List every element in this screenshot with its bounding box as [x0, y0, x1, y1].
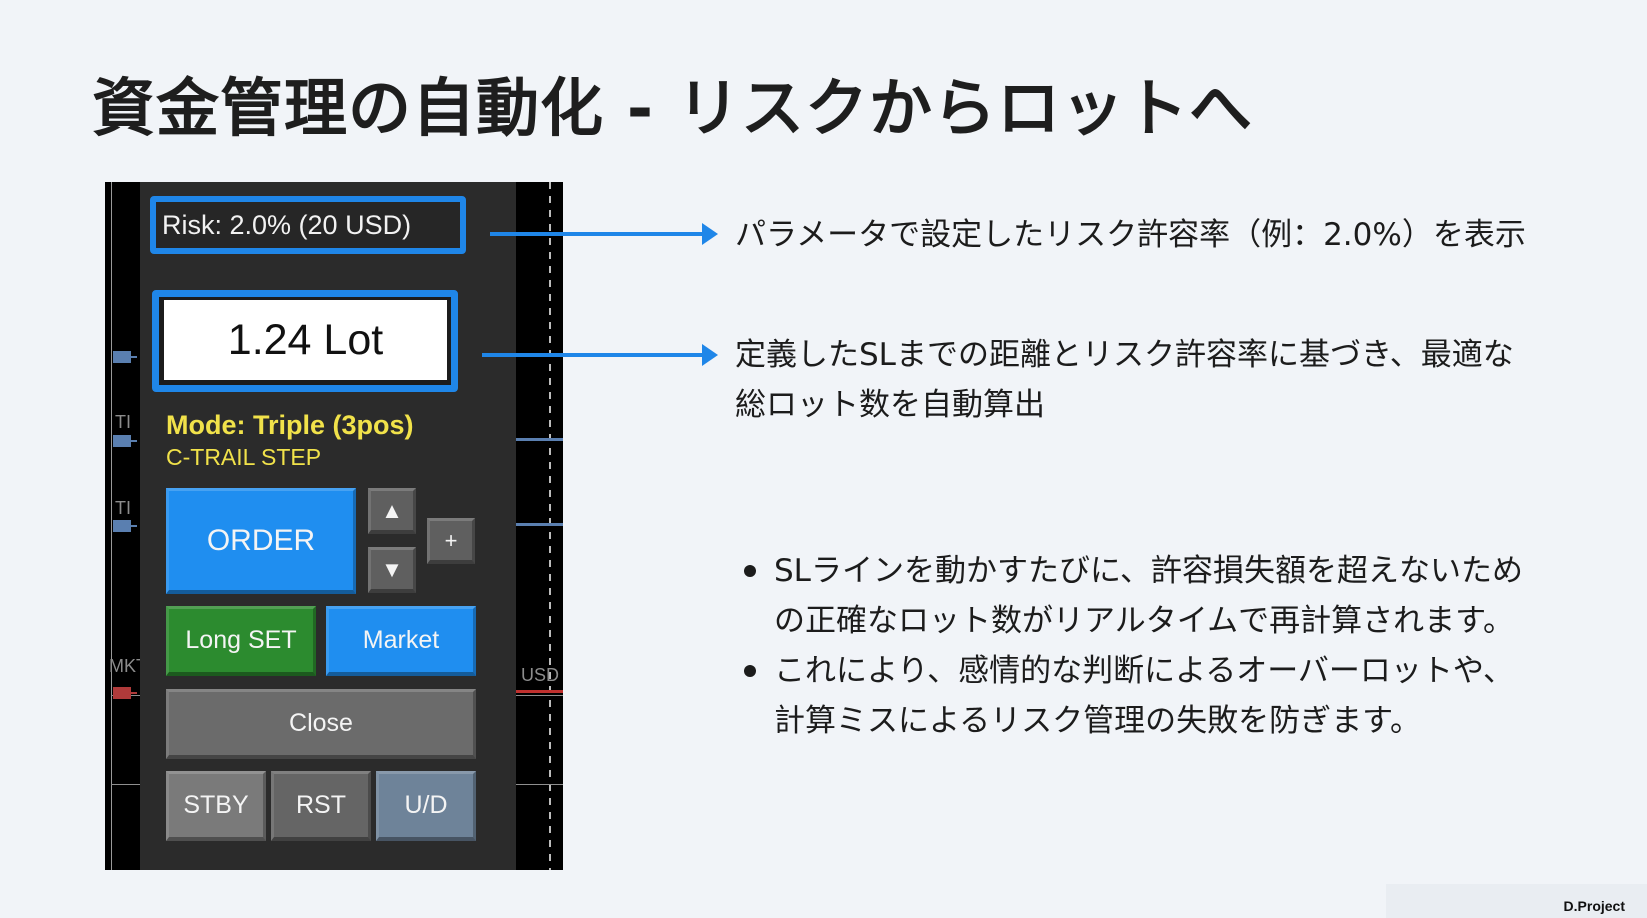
chart-level-line — [515, 438, 563, 441]
plus-icon: + — [444, 527, 458, 553]
market-button[interactable]: Market — [326, 606, 476, 676]
close-button[interactable]: Close — [166, 689, 476, 759]
bullet-item: SLラインを動かすたびに、許容損失額を超えないため の正確なロット数がリアルタイ… — [740, 546, 1523, 646]
triangle-up-icon: ▲ — [381, 497, 403, 523]
reset-button[interactable]: RST — [271, 771, 371, 841]
bullet-list: SLラインを動かすたびに、許容損失額を超えないため の正確なロット数がリアルタイ… — [740, 546, 1523, 746]
bullet-item: これにより、感情的な判断によるオーバーロットや、 計算ミスによるリスク管理の失敗… — [740, 646, 1523, 746]
footer-band — [1386, 884, 1647, 918]
trail-label: C-TRAIL STEP — [166, 444, 322, 470]
lot-display: 1.24 Lot — [152, 290, 458, 392]
long-set-button[interactable]: Long SET — [166, 606, 316, 676]
lot-up-button[interactable]: ▲ — [368, 488, 416, 534]
order-button[interactable]: ORDER — [166, 488, 356, 594]
brand-label: D.Project — [1563, 898, 1625, 914]
mode-label: Mode: Triple (3pos) — [166, 410, 414, 440]
arrow-connector-risk — [490, 223, 718, 245]
bullet-icon — [744, 565, 756, 577]
chart-label-tl: TI — [115, 498, 131, 518]
annotation-text: 総ロット数を自動算出 — [735, 387, 1045, 423]
bullet-text: SLラインを動かすたびに、許容損失額を超えないため — [774, 553, 1524, 589]
chart-price-marker — [113, 435, 137, 447]
standby-button[interactable]: STBY — [166, 771, 266, 841]
trading-panel-screenshot: TI TI MKT USD Risk: 2.0% (20 USD) 1.24 L… — [105, 182, 563, 870]
chart-level-line — [515, 523, 563, 526]
chart-label-mkt: MKT — [109, 656, 147, 676]
chart-left-axis-line — [111, 182, 112, 870]
bullet-text: これにより、感情的な判断によるオーバーロットや、 — [774, 653, 1514, 689]
annotation-lot: 定義したSLまでの距離とリスク許容率に基づき、最適な 総ロット数を自動算出 — [735, 330, 1514, 430]
risk-display: Risk: 2.0% (20 USD) — [150, 196, 466, 254]
chart-price-marker — [113, 351, 137, 363]
annotation-text: 定義したSLまでの距離とリスク許容率に基づき、最適な — [735, 337, 1514, 373]
chart-label-tl: TI — [115, 412, 131, 432]
up-down-button[interactable]: U/D — [376, 771, 476, 841]
arrow-right-icon — [702, 223, 718, 245]
plus-button[interactable]: + — [427, 518, 475, 564]
chart-price-marker — [113, 520, 137, 532]
slide-title: 資金管理の自動化 - リスクからロットへ — [92, 72, 1254, 145]
annotation-text: パラメータで設定したリスク許容率（例：2.0%）を表示 — [735, 217, 1526, 253]
chart-dashed-vertical-line — [549, 182, 551, 870]
lot-down-button[interactable]: ▼ — [368, 547, 416, 593]
chart-label-usd: USD — [521, 665, 560, 685]
arrow-connector-lot — [482, 344, 718, 366]
bullet-icon — [744, 665, 756, 677]
arrow-right-icon — [702, 344, 718, 366]
chart-price-marker-red — [113, 687, 137, 699]
chart-level-line-red — [515, 690, 563, 693]
annotation-risk: パラメータで設定したリスク許容率（例：2.0%）を表示 — [735, 210, 1526, 260]
lot-value: 1.24 Lot — [227, 315, 384, 364]
risk-text: Risk: 2.0% (20 USD) — [162, 210, 412, 240]
bullet-text: 計算ミスによるリスク管理の失敗を防ぎます。 — [774, 703, 1421, 739]
order-panel: Risk: 2.0% (20 USD) 1.24 Lot Mode: Tripl… — [140, 182, 516, 870]
bullet-text: の正確なロット数がリアルタイムで再計算されます。 — [774, 603, 1514, 639]
triangle-down-icon: ▼ — [381, 556, 403, 582]
